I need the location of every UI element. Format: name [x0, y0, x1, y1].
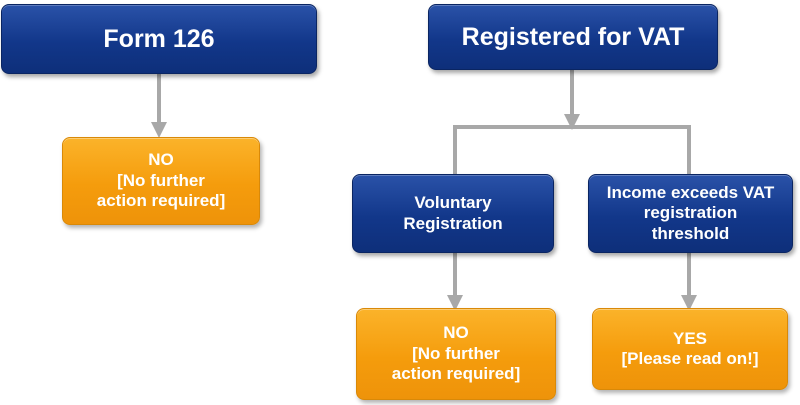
voluntary-line-1: Voluntary [414, 193, 492, 213]
income-line-3: threshold [651, 223, 730, 243]
voluntary-line-2: Registration [403, 213, 503, 233]
income-exceeds-box: Income exceeds VAT registration threshol… [588, 174, 793, 253]
yes-title: YES [672, 328, 708, 348]
yes-box: YES [Please read on!] [592, 308, 788, 390]
registered-for-vat-label: Registered for VAT [461, 23, 685, 51]
right-no-line-1: [No further [412, 343, 500, 363]
connector-branch [453, 125, 691, 174]
right-no-box: NO [No further action required] [356, 308, 556, 400]
voluntary-registration-box: Voluntary Registration [352, 174, 554, 253]
form-126-label: Form 126 [103, 25, 215, 53]
left-no-line-1: [No further [117, 170, 205, 190]
income-line-2: registration [643, 203, 738, 223]
income-line-1: Income exceeds VAT [606, 182, 775, 202]
left-no-title: NO [148, 150, 174, 170]
left-no-box: NO [No further action required] [62, 137, 260, 225]
yes-line-1: [Please read on!] [621, 349, 759, 368]
right-no-line-2: action required] [391, 364, 521, 384]
registered-for-vat-box: Registered for VAT [428, 4, 718, 70]
form-126-box: Form 126 [1, 4, 317, 74]
left-no-line-2: action required] [96, 191, 226, 211]
right-no-title: NO [443, 323, 469, 343]
